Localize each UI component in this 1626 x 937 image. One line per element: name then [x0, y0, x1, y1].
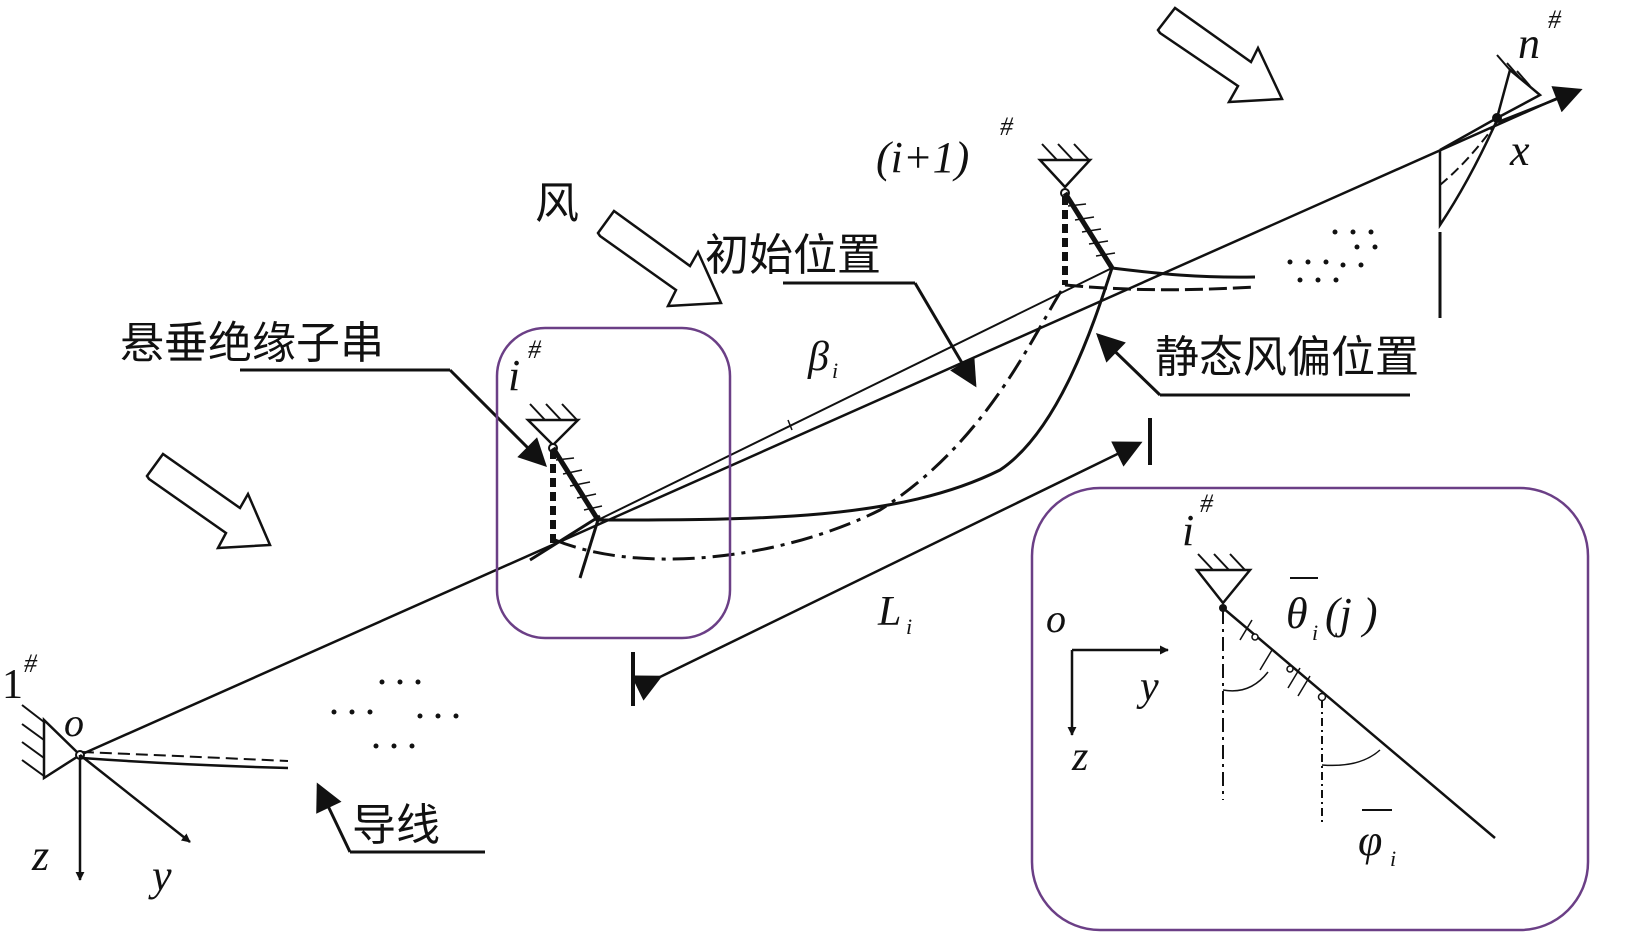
phi-subscript: i: [1390, 846, 1396, 871]
beta-angle-mark: [787, 419, 793, 431]
inset-origin-label: o: [1046, 596, 1066, 641]
theta-subscript: i: [1312, 620, 1318, 645]
span-label: L: [877, 589, 901, 635]
wind-arrow-top: [1156, 6, 1284, 104]
y-axis-label: y: [148, 851, 172, 900]
conductor-continuation-right: [1064, 266, 1256, 292]
tower-n-support: [1438, 54, 1543, 230]
tower-n-label: n: [1518, 19, 1540, 68]
tower-i-insulator: [524, 403, 603, 579]
theta-argument: (j ): [1325, 589, 1378, 638]
leader-conductor: [316, 782, 485, 854]
inset-y-label: y: [1136, 664, 1159, 710]
span-dimension: [631, 418, 1152, 706]
conductor-label: 导线: [352, 800, 440, 851]
tower-i1-label: (i+1): [876, 133, 969, 182]
x-axis-label: x: [1509, 126, 1530, 175]
suspension-insulator-label: 悬垂绝缘子串: [120, 318, 384, 369]
main-chord-line: [79, 86, 1583, 757]
span-subscript: i: [906, 614, 912, 639]
y-axis: [79, 754, 191, 843]
tower-n-hash: #: [1548, 5, 1562, 34]
tower-i1-hash: #: [1000, 112, 1014, 141]
ellipsis-dots-left: [331, 679, 459, 749]
ellipsis-dots-right: [1287, 229, 1378, 283]
theta-label: θ: [1286, 589, 1308, 638]
tower-i1-insulator: [1037, 143, 1116, 285]
wind-arrow-middle: [596, 209, 723, 308]
tower-1-hash: #: [24, 649, 38, 678]
tower-i-label: i: [508, 351, 520, 400]
inset-tower-label: i: [1182, 506, 1194, 555]
tower-1-support: [21, 704, 85, 781]
leader-suspension-insulator: [240, 368, 547, 467]
tower-1-label: 1: [2, 662, 23, 708]
wind-arrow-left: [145, 452, 272, 550]
phi-label: φ: [1358, 816, 1382, 865]
beta-label: β: [807, 334, 829, 380]
inset-detail: [1030, 486, 1590, 932]
inset-tower-hash: #: [1200, 489, 1214, 518]
conductor-near-origin: [81, 751, 289, 770]
leader-static-windage: [1095, 333, 1410, 397]
wind-label: 风: [535, 178, 579, 229]
static-windage-label: 静态风偏位置: [1155, 332, 1419, 383]
tower-i-hash: #: [528, 335, 542, 364]
origin-label: o: [64, 700, 84, 745]
inset-z-label: z: [1071, 734, 1088, 780]
leader-initial-position: [783, 281, 977, 388]
beta-subscript: i: [832, 358, 838, 383]
z-axis-label: z: [31, 831, 49, 880]
initial-position-label: 初始位置: [705, 230, 881, 281]
tower-i-highlight-box: [495, 326, 732, 640]
